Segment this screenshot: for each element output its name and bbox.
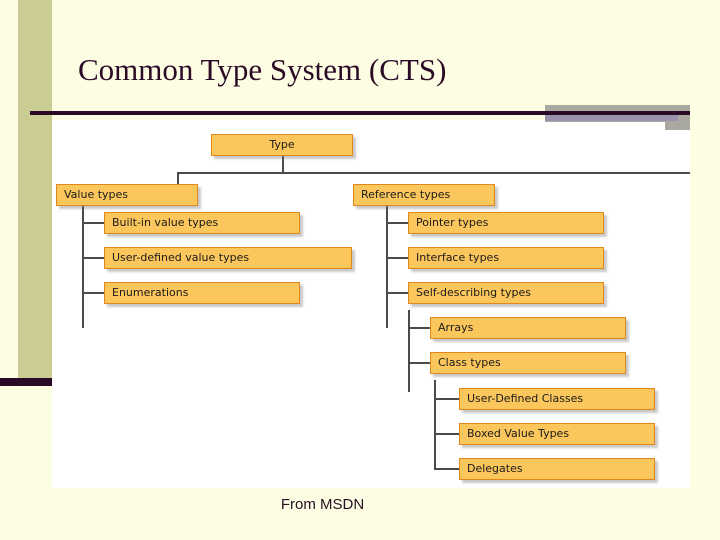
connector-arrays xyxy=(408,327,430,329)
node-built-in-value-types[interactable]: Built-in value types xyxy=(104,212,300,234)
node-user-defined-classes[interactable]: User-Defined Classes xyxy=(459,388,655,410)
node-type[interactable]: Type xyxy=(211,134,353,156)
node-reference-types[interactable]: Reference types xyxy=(353,184,495,206)
cts-hierarchy-diagram: Type Value types Reference types Built-i… xyxy=(52,120,690,488)
node-arrays[interactable]: Arrays xyxy=(430,317,626,339)
connector-enumerations xyxy=(82,292,104,294)
node-interface-types[interactable]: Interface types xyxy=(408,247,604,269)
left-accent-band-cap xyxy=(0,378,52,386)
node-value-types[interactable]: Value types xyxy=(56,184,198,206)
node-pointer-types[interactable]: Pointer types xyxy=(408,212,604,234)
rule-decoration-tail xyxy=(665,118,690,130)
node-enumerations[interactable]: Enumerations xyxy=(104,282,300,304)
connector-delegates xyxy=(434,468,459,470)
source-caption: From MSDN xyxy=(280,496,365,513)
node-user-defined-value-types[interactable]: User-defined value types xyxy=(104,247,352,269)
node-delegates[interactable]: Delegates xyxy=(459,458,655,480)
connector-type-split xyxy=(177,172,690,174)
connector-boxed-value-types xyxy=(434,433,459,435)
node-self-describing-types[interactable]: Self-describing types xyxy=(408,282,604,304)
left-accent-band xyxy=(18,0,52,378)
node-class-types[interactable]: Class types xyxy=(430,352,626,374)
spine-class-types xyxy=(434,380,436,469)
spine-self-describing xyxy=(408,310,410,392)
connector-user-defined-classes xyxy=(434,398,459,400)
title-divider-rule xyxy=(30,111,690,115)
connector-selfdescribing xyxy=(386,292,408,294)
connector-pointer xyxy=(386,222,408,224)
connector-builtin xyxy=(82,222,104,224)
rule-decoration-purple xyxy=(545,115,678,121)
page-title: Common Type System (CTS) xyxy=(78,52,447,87)
spine-value-types xyxy=(82,206,84,328)
connector-class-types xyxy=(408,362,430,364)
connector-type-down xyxy=(282,156,284,174)
spine-reference-types xyxy=(386,206,388,328)
node-boxed-value-types[interactable]: Boxed Value Types xyxy=(459,423,655,445)
connector-to-value xyxy=(177,172,179,184)
connector-interface xyxy=(386,257,408,259)
connector-userdefined-value xyxy=(82,257,104,259)
